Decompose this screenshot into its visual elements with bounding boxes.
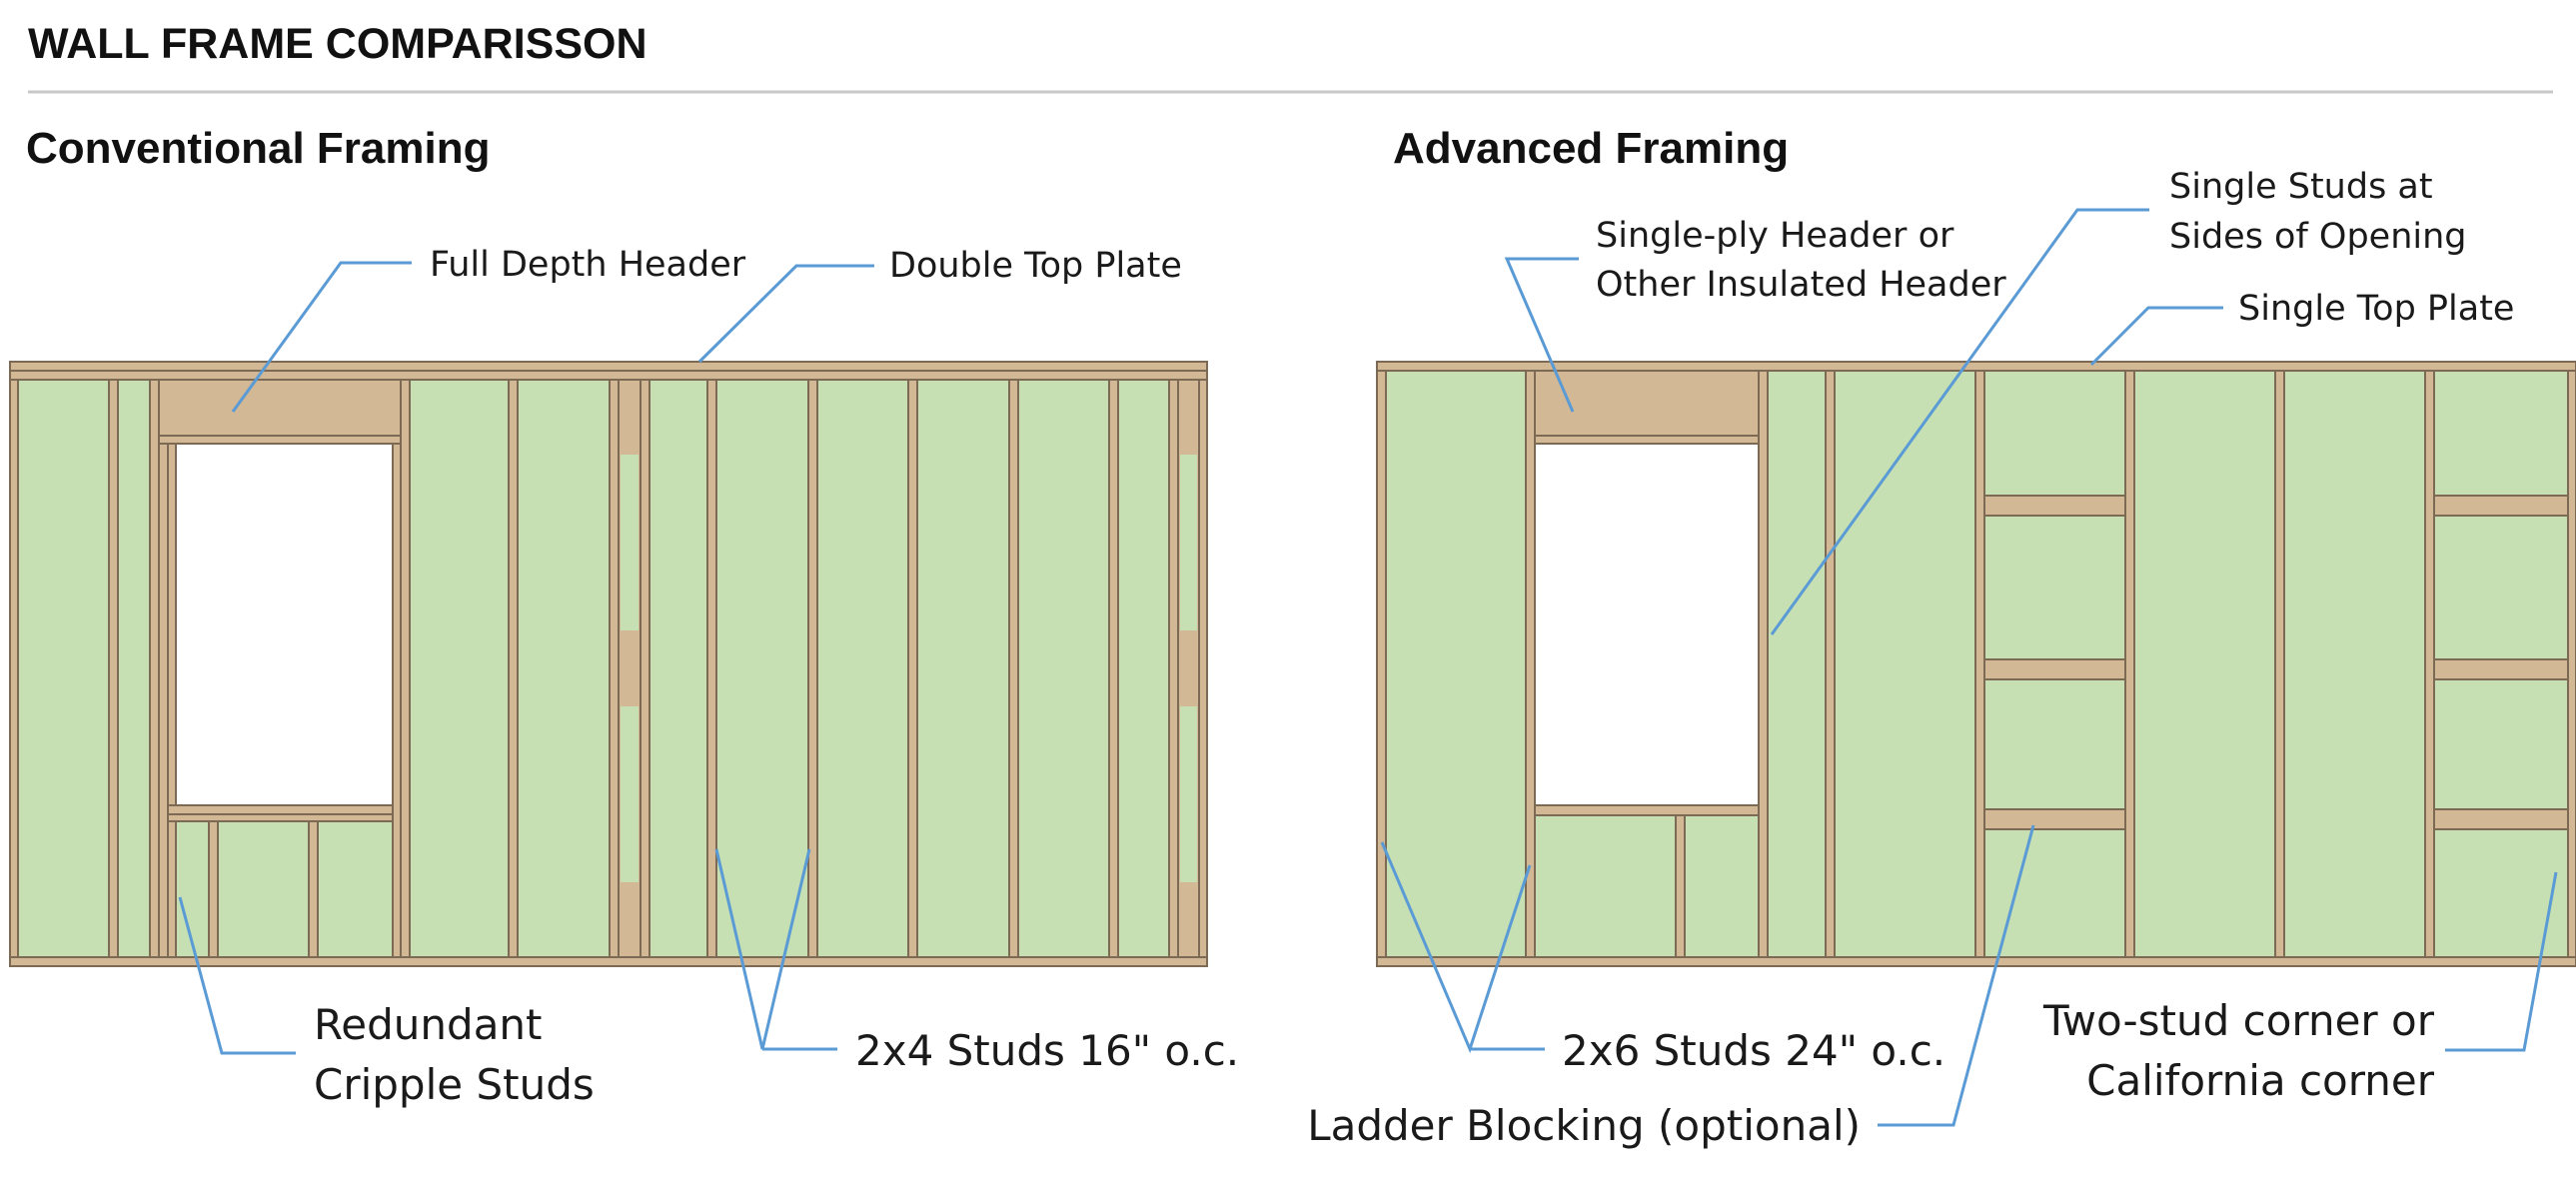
- label-corner-1: Two-stud corner or: [2042, 996, 2435, 1045]
- window-sill: [167, 804, 394, 815]
- king-stud: [1758, 370, 1769, 958]
- leader-two-stud-corner: [2445, 871, 2558, 1052]
- cripple-stud: [1675, 814, 1686, 958]
- leader-single-ply-header: [1504, 257, 1579, 413]
- stud: [907, 379, 918, 958]
- king-stud: [158, 379, 169, 958]
- jack-stud: [392, 435, 402, 958]
- label-corner-2: California corner: [2086, 1056, 2435, 1105]
- window-sill: [1534, 804, 1760, 816]
- label-double-top-plate: Double Top Plate: [889, 246, 1182, 286]
- single-top-plate: [1376, 361, 2576, 372]
- leader-single-top-plate: [2089, 306, 2223, 367]
- label-2x4-studs: 2x4 Studs 16" o.c.: [855, 1026, 1239, 1075]
- corner-gap: [1180, 455, 1197, 630]
- header-plate: [158, 435, 402, 445]
- advanced-wall: [1376, 361, 2576, 967]
- window-opening: [1534, 443, 1760, 806]
- single-ply-header: [1534, 370, 1760, 437]
- conventional-wall: [9, 361, 1208, 967]
- bottom-plate: [9, 956, 1208, 967]
- ladder-block: [2433, 495, 2569, 517]
- leader-single-studs: [1770, 208, 2149, 635]
- label-2x6-studs: 2x6 Studs 24" o.c.: [1562, 1026, 1945, 1075]
- stud: [1825, 370, 1836, 958]
- label-full-depth-header: Full Depth Header: [430, 245, 746, 285]
- stud: [2274, 370, 2285, 958]
- stud: [2124, 370, 2135, 958]
- leader-cripple-studs: [178, 896, 296, 1055]
- stud: [108, 379, 119, 958]
- label-cripple-2: Cripple Studs: [314, 1060, 595, 1109]
- stud: [2424, 370, 2435, 958]
- stud: [1974, 370, 1985, 958]
- stud: [9, 379, 19, 958]
- stud: [609, 379, 620, 958]
- window-opening: [175, 443, 394, 806]
- ladder-block: [2433, 808, 2569, 830]
- jack-stud: [167, 435, 177, 958]
- label-ladder-blocking: Ladder Blocking (optional): [1307, 1101, 1861, 1150]
- advanced-title: Advanced Framing: [1393, 124, 1789, 173]
- top-plate-lower: [9, 370, 1208, 381]
- label-single-top-plate: Single Top Plate: [2238, 289, 2514, 329]
- stud: [807, 379, 818, 958]
- full-depth-header: [158, 379, 402, 437]
- page-title: WALL FRAME COMPARISSON: [28, 20, 647, 68]
- leader-double-top-plate: [697, 264, 874, 364]
- ladder-block: [1983, 658, 2126, 680]
- corner-gap: [621, 455, 639, 630]
- ladder-block: [1983, 495, 2126, 517]
- corner-gap: [1180, 706, 1197, 882]
- corner-gap: [621, 706, 639, 882]
- label-header-1: Single-ply Header or: [1596, 216, 1954, 256]
- ladder-block: [1983, 808, 2126, 830]
- leader-ladder-blocking: [1878, 824, 2035, 1127]
- stud: [1168, 379, 1179, 958]
- stud: [149, 379, 160, 958]
- label-single-studs-1: Single Studs at: [2169, 167, 2433, 207]
- stud: [706, 379, 717, 958]
- stud: [1198, 379, 1208, 958]
- label-single-studs-2: Sides of Opening: [2169, 217, 2467, 257]
- stud: [2567, 370, 2576, 958]
- king-stud: [400, 379, 411, 958]
- stud: [640, 379, 650, 958]
- cripple-stud: [308, 820, 319, 958]
- window-sill-lower: [167, 813, 394, 822]
- header-plate: [1534, 435, 1760, 445]
- leader-full-depth-header: [231, 261, 412, 413]
- bottom-plate: [1376, 956, 2576, 967]
- top-plate-upper: [9, 361, 1208, 372]
- stud: [508, 379, 519, 958]
- cripple-stud: [208, 820, 219, 958]
- label-header-2: Other Insulated Header: [1596, 265, 2006, 305]
- conventional-title: Conventional Framing: [26, 124, 490, 173]
- stud: [1108, 379, 1119, 958]
- stud: [1008, 379, 1019, 958]
- stud: [1376, 370, 1387, 958]
- ladder-block: [2433, 658, 2569, 680]
- label-cripple-1: Redundant: [314, 1000, 543, 1049]
